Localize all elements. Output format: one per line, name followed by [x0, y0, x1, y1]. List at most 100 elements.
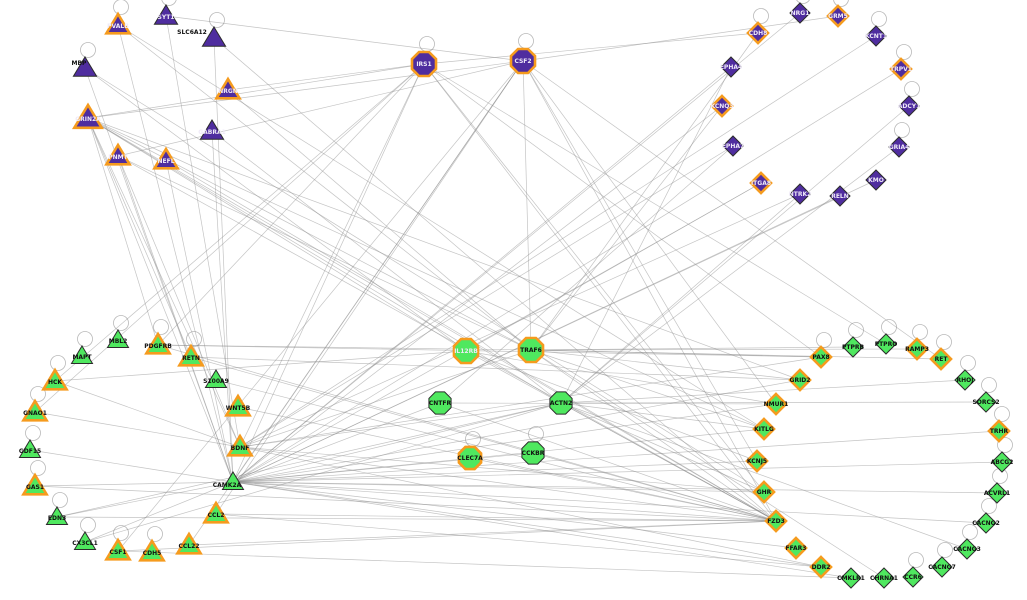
node-GAS1[interactable] — [21, 472, 49, 496]
edge-TRAF6-CHRNA1[interactable] — [530, 349, 885, 579]
edge-BDNF-PNMT[interactable] — [117, 155, 241, 448]
edge-S100A9-FZD3[interactable] — [215, 379, 777, 522]
edge-ACTN2-EDN3[interactable] — [56, 402, 562, 518]
edge-BDNF-SYT1[interactable] — [165, 15, 241, 448]
edge-TRAF6-CDH8[interactable] — [530, 32, 759, 351]
edge-TRAF6-FZD3[interactable] — [530, 349, 777, 522]
edge-CSF2-CSF1[interactable] — [117, 60, 524, 552]
edge-BDNF-FZD3[interactable] — [239, 446, 777, 522]
edge-ACTN2-KITLG[interactable] — [560, 402, 765, 430]
edge-ACTN2-EPHA4[interactable] — [560, 66, 732, 404]
edge-CAMK2A-EDN3[interactable] — [56, 481, 234, 518]
node-FZD3[interactable] — [764, 509, 788, 533]
edge-FZD3-PDGFRB[interactable] — [157, 344, 777, 522]
node-CAMK2A[interactable] — [221, 471, 245, 490]
edge-FZD3-CSF1[interactable] — [117, 520, 777, 552]
edge-FZD3-CCL2[interactable] — [215, 513, 777, 522]
node-PTPRB[interactable] — [842, 336, 864, 358]
edge-FZD3-PNMT[interactable] — [117, 155, 777, 522]
node-RETN[interactable] — [177, 343, 205, 367]
node-NEFL[interactable] — [152, 146, 180, 170]
edge-CSF2-NMUR1[interactable] — [522, 60, 777, 405]
edge-GRIN2A-PDGFRB[interactable] — [87, 117, 159, 346]
edge-CAMK2A-NMUR1[interactable] — [232, 403, 777, 483]
node-MBP[interactable] — [72, 56, 98, 77]
edge-BDNF-HCK[interactable] — [54, 380, 241, 448]
node-PTPRO[interactable] — [875, 333, 897, 355]
edge-CSF2-TRAF6[interactable] — [522, 60, 532, 351]
edge-CSF2-CCL22[interactable] — [188, 60, 524, 546]
edge-FZD3-GAS1[interactable] — [34, 485, 777, 522]
node-GDF15[interactable] — [18, 439, 42, 458]
edge-IRS1-PAX8[interactable] — [423, 63, 822, 358]
edge-IL12RB-NMUR1[interactable] — [465, 350, 777, 405]
edge-TRAF6-RET[interactable] — [530, 349, 942, 360]
node-IL12RB[interactable] — [452, 337, 480, 365]
node-KCNJ5[interactable] — [745, 449, 769, 473]
node-PVALB[interactable] — [104, 11, 132, 35]
edge-GRIN2A-KITLG[interactable] — [87, 117, 765, 430]
edge-GRIN2A-GRID2[interactable] — [87, 117, 801, 381]
node-TRHR[interactable] — [987, 419, 1011, 443]
node-CACNG3[interactable] — [956, 538, 978, 560]
node-CDH5[interactable] — [138, 538, 166, 562]
node-CSF1[interactable] — [104, 537, 132, 561]
node-SLC6A12[interactable] — [201, 26, 227, 47]
node-CCR6[interactable] — [902, 566, 924, 588]
edge-CAMK2A-KCNJ5[interactable] — [232, 460, 758, 483]
node-NRGN[interactable] — [214, 76, 242, 100]
edge-CAMK2A-ABCG2[interactable] — [232, 461, 1003, 483]
edge-IL12RB-MBP[interactable] — [84, 67, 467, 352]
node-NMUR1[interactable] — [764, 392, 788, 416]
edge-BDNF-GRIN2A[interactable] — [87, 117, 241, 448]
edge-CSF2-GRM5[interactable] — [522, 15, 839, 62]
edge-CAMK2A-TRPV1[interactable] — [232, 68, 902, 483]
edge-TRAF6-NRGN[interactable] — [227, 89, 532, 351]
node-SYT1[interactable] — [153, 4, 179, 25]
node-CX3CL1[interactable] — [73, 531, 97, 550]
node-RAMP3[interactable] — [905, 337, 929, 361]
node-CSF2[interactable] — [509, 47, 537, 75]
edge-CAMK2A-PNMT[interactable] — [117, 155, 234, 483]
node-FFAR3[interactable] — [784, 536, 808, 560]
edge-IRS1-PDGFRB[interactable] — [157, 63, 425, 346]
node-CCL22[interactable] — [175, 531, 203, 555]
edge-CAMK2A-KCNQ3[interactable] — [232, 105, 723, 483]
node-EDN3[interactable] — [45, 506, 69, 525]
edge-CLEC7A-FZD3[interactable] — [469, 457, 777, 522]
node-ABCG2[interactable] — [991, 451, 1013, 473]
node-GRIA4[interactable] — [888, 136, 910, 158]
node-GABRA1[interactable] — [199, 119, 225, 140]
node-CMKLR1[interactable] — [840, 567, 862, 589]
node-GRM5[interactable] — [826, 4, 850, 28]
edge-CAMK2A-CACNG2[interactable] — [232, 481, 987, 524]
edge-BDNF-ACTN2[interactable] — [239, 402, 562, 448]
node-IRS1[interactable] — [410, 50, 438, 78]
edge-IL12RB-ITGA8[interactable] — [465, 182, 762, 352]
edge-FZD3-SLC6A12[interactable] — [213, 37, 777, 522]
edge-MBP-GHR[interactable] — [84, 67, 765, 493]
edge-BDNF-DDR2[interactable] — [239, 446, 822, 568]
edge-CAMK2A-EPHA4[interactable] — [232, 66, 732, 483]
edge-FZD3-EDN3[interactable] — [56, 516, 777, 522]
node-GRIN2A[interactable] — [72, 102, 104, 130]
node-GHR[interactable] — [752, 480, 776, 504]
edge-CSF2-PNMT[interactable] — [117, 60, 524, 157]
node-PDGFRB[interactable] — [144, 331, 172, 355]
edge-TRAF6-KITLG[interactable] — [530, 349, 765, 430]
edge-TRAF6-PTPRB[interactable] — [530, 346, 854, 351]
node-CHRNA1[interactable] — [873, 567, 895, 589]
edge-TRAF6-PVALB[interactable] — [117, 24, 532, 351]
node-NTRK2[interactable] — [789, 183, 811, 205]
node-PAX8[interactable] — [809, 345, 833, 369]
edge-CMKLR1-CSF1[interactable] — [117, 550, 852, 579]
edge-IRS1-PTPRO[interactable] — [423, 63, 887, 345]
edge-BDNF-GNAO1[interactable] — [34, 411, 241, 448]
edge-CAMK2A-TRHR[interactable] — [232, 430, 1000, 483]
edge-GRID2-RETN[interactable] — [190, 356, 801, 381]
edge-DDR2-CCL2[interactable] — [215, 513, 822, 568]
edge-TRAF6-KCNQ3[interactable] — [530, 105, 723, 351]
edge-CAMK2A-CMKLR1[interactable] — [232, 481, 852, 579]
